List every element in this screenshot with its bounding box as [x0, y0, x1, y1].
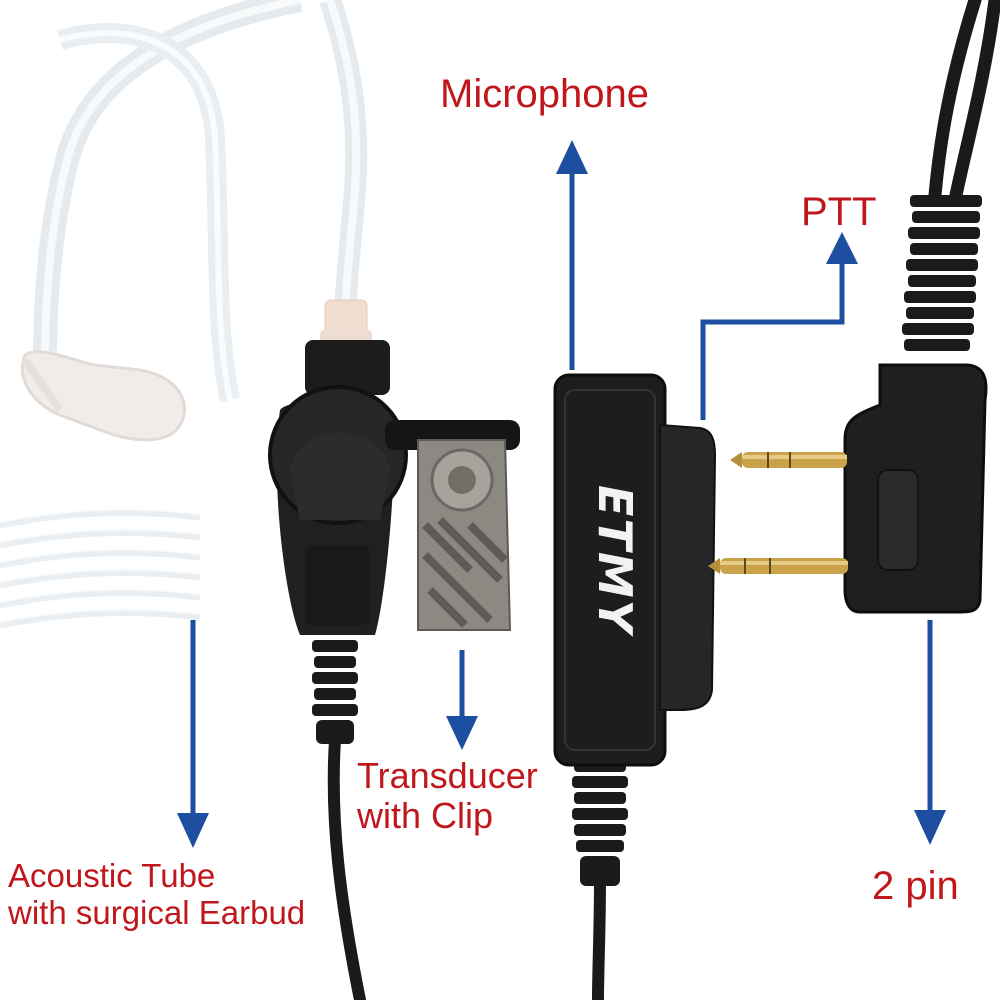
transducer-body [268, 340, 408, 635]
label-transducer-line1: Transducer [357, 755, 538, 796]
ptt-arrow [700, 232, 858, 420]
acoustic-tube [33, 0, 372, 403]
label-ptt: PTT [801, 190, 877, 234]
label-acoustic-tube: Acoustic Tube with surgical Earbud [8, 857, 306, 932]
brand-text: ETMY [588, 485, 642, 635]
ptt-box [553, 373, 717, 767]
acoustic-arrow [177, 620, 209, 848]
two-pin-arrow [914, 620, 946, 845]
metal-clip [385, 420, 520, 631]
arrow-down-icon [914, 810, 946, 845]
label-acoustic-line2: with surgical Earbud [8, 893, 306, 931]
transducer-arrow [446, 650, 478, 750]
brand-logo: ETMY [585, 455, 645, 665]
two-pin-connector [708, 363, 988, 614]
label-two-pin: 2 pin [872, 864, 959, 908]
cables [327, 0, 1000, 1000]
microphone-arrow [556, 140, 588, 370]
coiled-tube [0, 508, 201, 629]
cable-strain-relief [312, 195, 982, 886]
arrow-up-icon [826, 232, 858, 264]
arrow-down-icon [446, 716, 478, 750]
label-acoustic-line1: Acoustic Tube [8, 857, 216, 894]
arrow-up-icon [556, 140, 588, 174]
label-transducer: Transducer with Clip [357, 755, 538, 837]
label-transducer-line2: with Clip [357, 795, 494, 837]
earbud [20, 350, 186, 442]
label-microphone: Microphone [440, 72, 650, 116]
arrow-down-icon [177, 813, 209, 848]
